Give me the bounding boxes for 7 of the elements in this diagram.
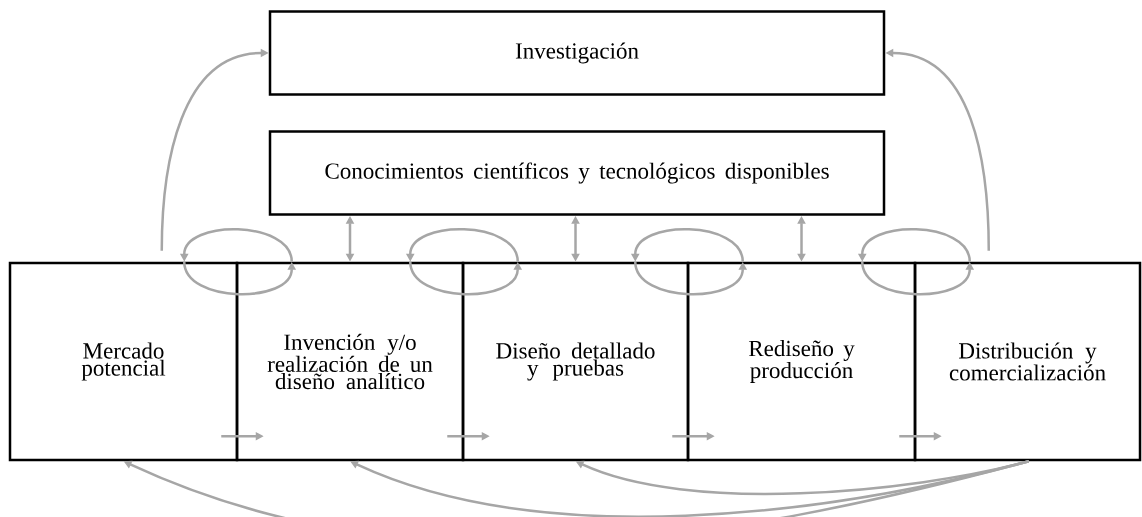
process-box: Investigación (268, 10, 886, 96)
process-box: Distribución y comercialización (913, 261, 1142, 462)
process-box: Conocimientos científicos y tecnológicos disponibles (268, 130, 886, 216)
process-box: Diseño detallado y pruebas (461, 261, 690, 462)
process-box: Invención y/o realización de un diseño analítico (235, 261, 465, 462)
process-box: Mercado potencial (8, 261, 239, 462)
process-box: Rediseño y producción (686, 261, 917, 462)
